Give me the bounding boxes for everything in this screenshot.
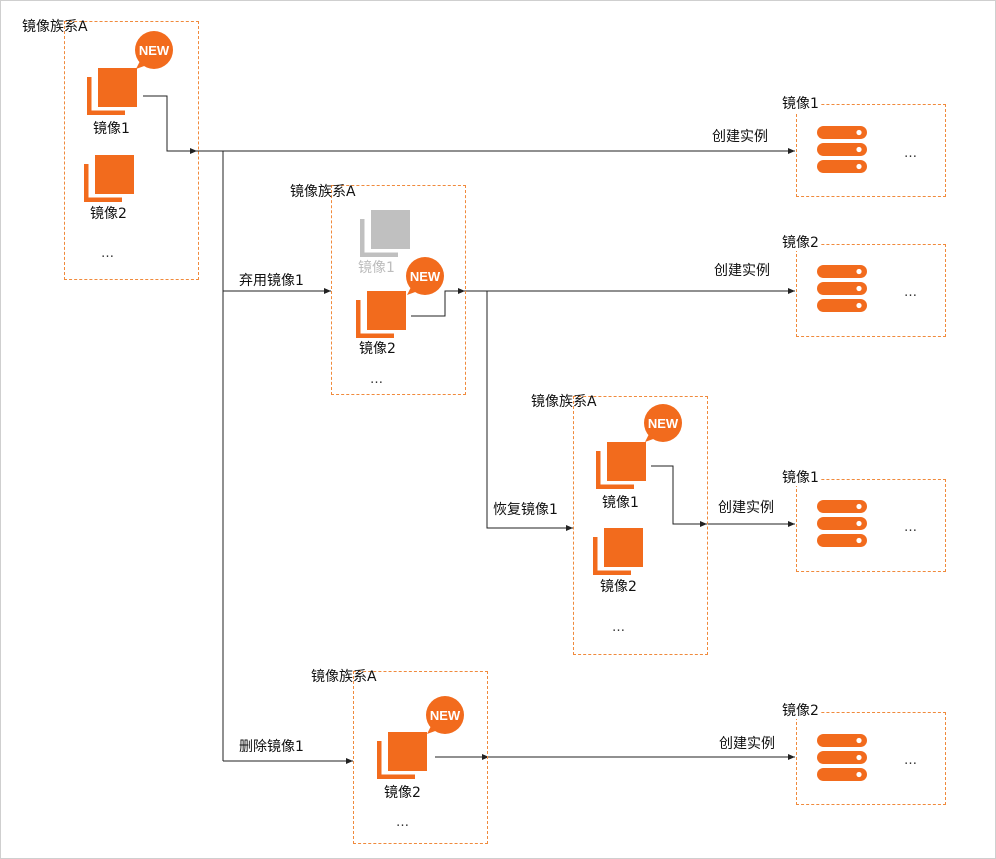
instance-box-4: [796, 712, 946, 805]
svg-text:NEW: NEW: [410, 269, 441, 284]
image-icon: [377, 732, 427, 779]
family-box-4: [353, 671, 488, 844]
connector-family3-out: [651, 465, 707, 527]
edge-label-restore: 恢复镜像1: [493, 502, 558, 518]
edge-label-create-instance: 创建实例: [718, 500, 774, 516]
instance-title: 镜像1: [780, 470, 821, 486]
new-badge-icon: NEW: [426, 696, 464, 734]
connector-family1-out: [143, 95, 197, 154]
image-icon: [360, 210, 410, 257]
image-label: 镜像1: [93, 121, 130, 137]
ellipsis: …: [904, 753, 917, 768]
instance-box-2: [796, 244, 946, 337]
new-badge-icon: NEW: [406, 257, 444, 295]
svg-text:NEW: NEW: [430, 708, 461, 723]
server-stack-icon: [817, 500, 867, 547]
connector-family2-out: [411, 288, 465, 317]
ellipsis: …: [612, 620, 625, 635]
image-icon: [84, 155, 134, 202]
new-badge-icon: NEW: [135, 31, 173, 69]
svg-text:NEW: NEW: [648, 416, 679, 431]
family-box-1: [64, 21, 199, 280]
instance-box-1: [796, 104, 946, 197]
new-badge-icon: NEW: [644, 404, 682, 442]
ellipsis: …: [904, 146, 917, 161]
connector-restore: [486, 291, 573, 531]
image-label: 镜像2: [600, 579, 637, 595]
instance-title: 镜像2: [780, 703, 821, 719]
family-title-2: 镜像族系A: [290, 184, 356, 200]
family-title-1: 镜像族系A: [22, 19, 88, 35]
ellipsis: …: [370, 372, 383, 387]
edge-label-create-instance: 创建实例: [719, 736, 775, 752]
ellipsis: …: [101, 246, 114, 261]
edge-label-delete: 删除镜像1: [239, 739, 304, 755]
family-box-3: [573, 396, 708, 655]
image-icon: [356, 291, 406, 338]
instance-title: 镜像2: [780, 235, 821, 251]
image-label: 镜像2: [384, 785, 421, 801]
family-title-3: 镜像族系A: [531, 394, 597, 410]
edge-label-deprecate: 弃用镜像1: [239, 273, 304, 289]
image-label-deprecated: 镜像1: [358, 260, 395, 276]
edge-label-create-instance: 创建实例: [712, 129, 768, 145]
family-title-4: 镜像族系A: [311, 669, 377, 685]
edge-label-create-instance: 创建实例: [714, 263, 770, 279]
image-label: 镜像2: [359, 341, 396, 357]
instance-title: 镜像1: [780, 96, 821, 112]
ellipsis: …: [904, 520, 917, 535]
image-icon: [593, 528, 643, 575]
ellipsis: …: [904, 285, 917, 300]
family-box-2: [331, 185, 466, 395]
server-stack-icon: [817, 265, 867, 312]
server-stack-icon: [817, 126, 867, 173]
image-label: 镜像1: [602, 495, 639, 511]
image-icon: [596, 442, 646, 489]
svg-text:NEW: NEW: [139, 43, 170, 58]
image-label: 镜像2: [90, 206, 127, 222]
server-stack-icon: [817, 734, 867, 781]
image-icon: [87, 68, 137, 115]
instance-box-3: [796, 479, 946, 572]
ellipsis: …: [396, 815, 409, 830]
